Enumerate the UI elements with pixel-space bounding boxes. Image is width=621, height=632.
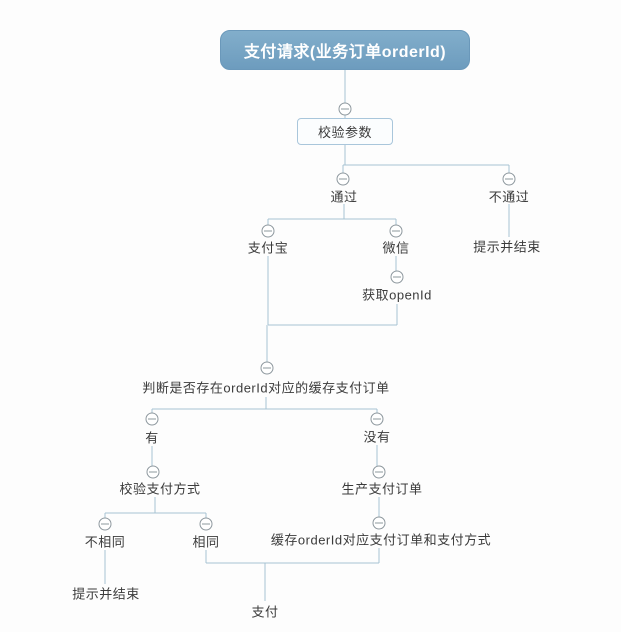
node-check-cached-order[interactable]: 判断是否存在orderId对应的缓存支付订单 — [142, 380, 390, 396]
node-notice-end[interactable]: 提示并结束 — [72, 586, 140, 602]
collapse-icon[interactable] — [502, 172, 516, 186]
node-wechat[interactable]: 微信 — [382, 240, 410, 256]
collapse-icon[interactable] — [372, 465, 386, 479]
connector-line — [205, 548, 380, 601]
collapse-icon[interactable] — [146, 465, 160, 479]
node-same[interactable]: 相同 — [192, 534, 220, 550]
node-cache-order[interactable]: 缓存orderId对应支付订单和支付方式 — [270, 532, 492, 548]
node-fail[interactable]: 不通过 — [488, 189, 530, 205]
collapse-icon[interactable] — [372, 516, 386, 530]
node-has[interactable]: 有 — [145, 430, 159, 446]
node-get-openid[interactable]: 获取openId — [362, 287, 432, 303]
node-has-not[interactable]: 没有 — [363, 429, 391, 445]
node-pass[interactable]: 通过 — [330, 189, 358, 205]
collapse-icon[interactable] — [338, 102, 352, 116]
collapse-icon[interactable] — [260, 361, 274, 375]
node-create-pay-order[interactable]: 生产支付订单 — [341, 481, 423, 497]
node-payment-request[interactable]: 支付请求(业务订单orderId) — [220, 30, 470, 70]
collapse-icon[interactable] — [336, 172, 350, 186]
collapse-icon[interactable] — [199, 517, 213, 531]
collapse-icon[interactable] — [389, 224, 403, 238]
node-alipay[interactable]: 支付宝 — [247, 240, 289, 256]
node-not-same[interactable]: 不相同 — [84, 534, 126, 550]
collapse-icon[interactable] — [370, 412, 384, 426]
node-validate-params[interactable]: 校验参数 — [297, 118, 393, 145]
connector-line — [104, 497, 207, 518]
node-verify-pay-method[interactable]: 校验支付方式 — [119, 481, 201, 497]
collapse-icon[interactable] — [98, 517, 112, 531]
connector-line — [342, 145, 510, 173]
collapse-icon[interactable] — [390, 270, 404, 284]
node-fail-notice-end[interactable]: 提示并结束 — [473, 239, 541, 255]
collapse-icon[interactable] — [261, 224, 275, 238]
collapse-icon[interactable] — [145, 412, 159, 426]
connector-line — [267, 204, 397, 225]
connector-line — [151, 397, 378, 413]
connector-line — [266, 256, 398, 362]
node-pay[interactable]: 支付 — [251, 604, 279, 620]
